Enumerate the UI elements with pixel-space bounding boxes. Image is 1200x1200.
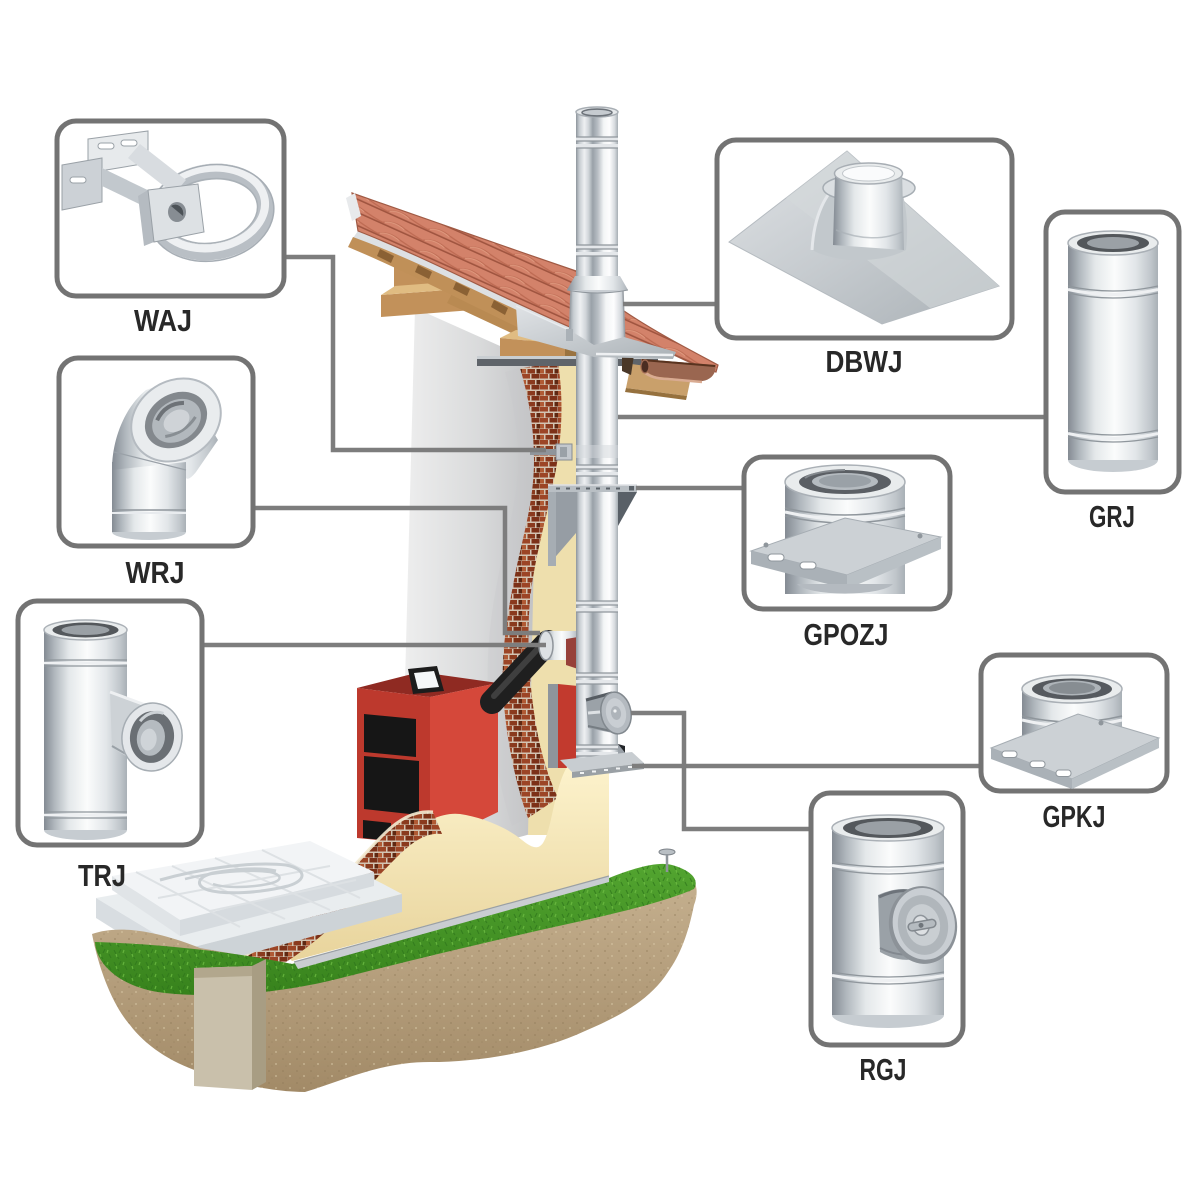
svg-text:GPKJ: GPKJ: [1043, 799, 1106, 834]
svg-text:GRJ: GRJ: [1089, 499, 1135, 534]
svg-text:WAJ: WAJ: [134, 303, 192, 338]
svg-text:WRJ: WRJ: [126, 555, 185, 590]
svg-text:TRJ: TRJ: [78, 858, 126, 893]
svg-text:GPOZJ: GPOZJ: [804, 617, 889, 652]
svg-text:DBWJ: DBWJ: [826, 344, 903, 379]
svg-text:RGJ: RGJ: [860, 1052, 907, 1087]
